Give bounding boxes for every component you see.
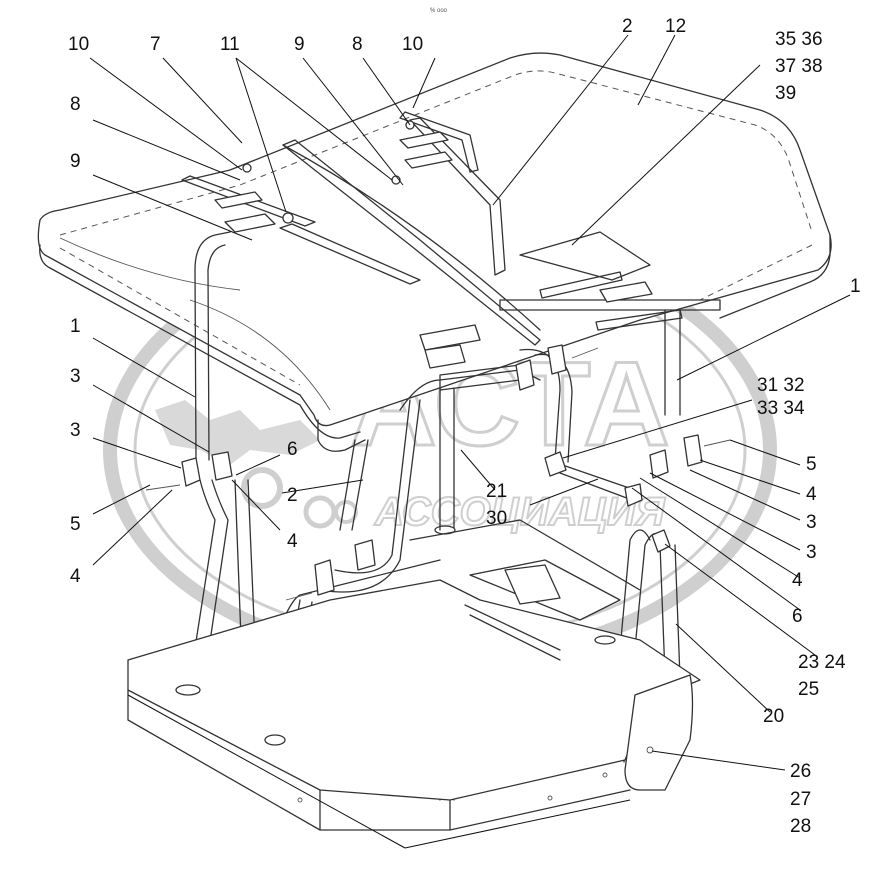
- callout-25: 25: [798, 679, 819, 700]
- callout-4: 4: [287, 531, 298, 552]
- watermark-gear-icon: [241, 467, 358, 529]
- callout-31-32: 31 32: [757, 375, 805, 396]
- roof-bows: [181, 111, 721, 391]
- callout-20: 20: [763, 706, 784, 727]
- callout-1: 1: [850, 276, 861, 297]
- callout-23-24: 23 24: [798, 652, 846, 673]
- callout-3: 3: [70, 366, 81, 387]
- callout-39: 39: [775, 83, 796, 104]
- callout-3: 3: [806, 542, 817, 563]
- callout-4: 4: [792, 570, 803, 591]
- callout-6: 6: [287, 439, 298, 460]
- callout-10: 10: [402, 34, 423, 55]
- callout-3: 3: [70, 420, 81, 441]
- callout-5: 5: [806, 454, 817, 475]
- callout-8: 8: [70, 94, 81, 115]
- callout-12: 12: [665, 16, 686, 37]
- callout-11: 11: [220, 34, 240, 55]
- watermark-small-text: АССОЦИАЦИЯ: [374, 490, 666, 534]
- callout-2: 2: [622, 16, 633, 37]
- floor-base: [127, 519, 701, 831]
- callout-37-38: 37 38: [775, 56, 823, 77]
- clamps: [145, 344, 731, 601]
- callout-30: 30: [486, 508, 507, 529]
- callout-26: 26: [790, 761, 811, 782]
- callout-3: 3: [806, 512, 817, 533]
- callout-7: 7: [150, 34, 161, 55]
- leader-lines: [89, 34, 851, 849]
- callout-27: 27: [790, 789, 811, 810]
- roof-brackets: [214, 120, 653, 369]
- callout-35-36: 35 36: [775, 29, 823, 50]
- callout-4: 4: [806, 484, 817, 505]
- callout-33-34: 33 34: [757, 398, 805, 419]
- callout-10: 10: [68, 34, 89, 55]
- callout-9: 9: [294, 34, 305, 55]
- callout-9: 9: [70, 151, 81, 172]
- callout-6: 6: [792, 606, 803, 627]
- callout-5: 5: [70, 514, 81, 535]
- roof-canopy: [37, 52, 832, 452]
- callout-2: 2: [287, 485, 298, 506]
- callout-8: 8: [352, 34, 363, 55]
- callout-21: 21: [486, 481, 507, 502]
- callout-1: 1: [70, 316, 81, 337]
- header-mark: % ooo: [430, 8, 448, 14]
- callout-4: 4: [70, 566, 81, 587]
- callout-28: 28: [790, 816, 811, 837]
- callout-labels: 10 7 11 9 8 10 2 12 35 36 37 38 39 8 9 1…: [68, 16, 861, 837]
